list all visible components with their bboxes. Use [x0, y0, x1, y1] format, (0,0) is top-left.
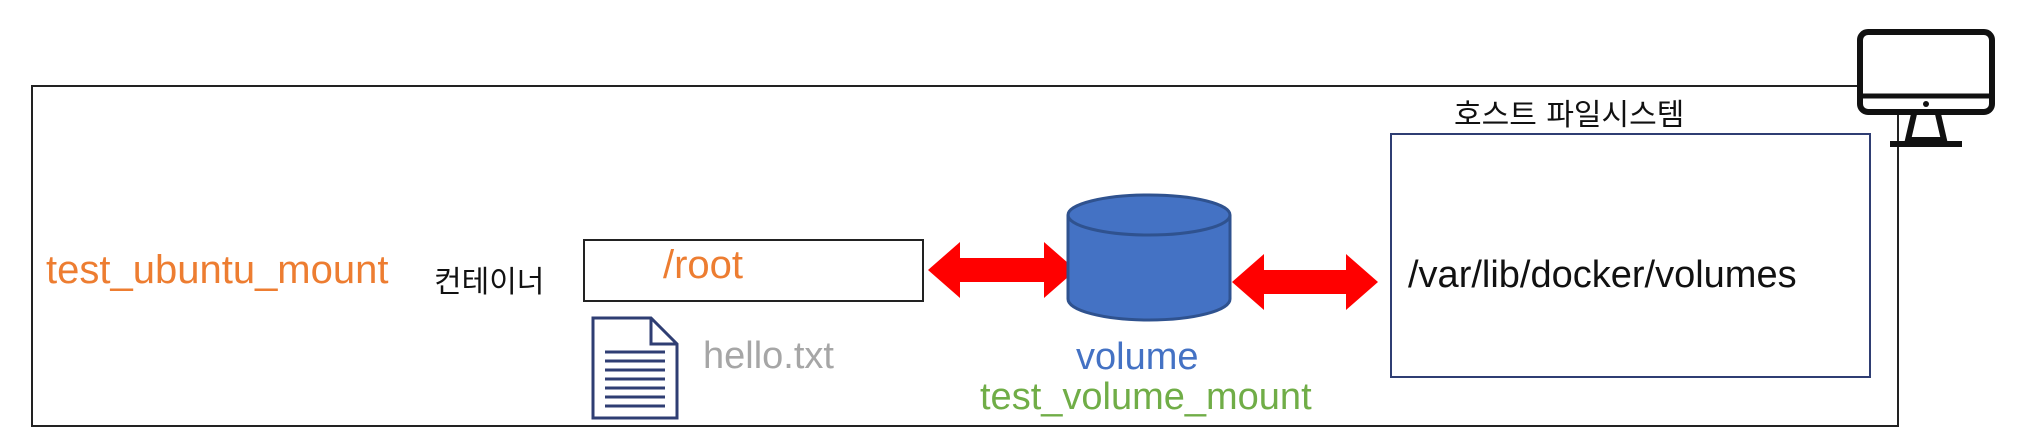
host-path: /var/lib/docker/volumes — [1408, 254, 1797, 296]
container-label: 컨테이너 — [434, 265, 545, 300]
double-arrow-icon — [928, 242, 1076, 298]
container-name: test_ubuntu_mount — [46, 248, 389, 292]
monitor-icon — [1857, 29, 1995, 147]
document-icon — [591, 316, 679, 420]
file-name: hello.txt — [703, 335, 834, 377]
container-path: /root — [663, 243, 744, 287]
container-path-box — [583, 239, 924, 302]
volume-label: volume — [1076, 336, 1199, 378]
host-filesystem-box — [1390, 133, 1871, 378]
host-title: 호스트 파일시스템 — [1454, 98, 1685, 133]
volume-name: test_volume_mount — [980, 376, 1312, 418]
double-arrow-icon — [1232, 254, 1378, 310]
database-cylinder-icon — [1066, 193, 1232, 322]
